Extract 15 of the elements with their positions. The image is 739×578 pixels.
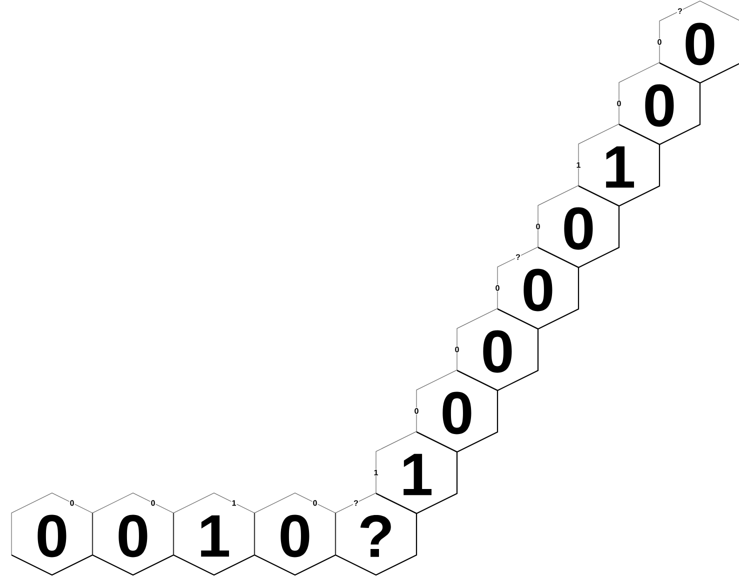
side-label: 0 [312,500,318,506]
side-label: 1 [231,500,237,506]
side-label: 0 [656,38,662,46]
side-label: 0 [414,408,420,414]
side-label: 0 [494,284,500,292]
side-label: 1 [373,469,379,476]
side-label: 0 [150,500,156,506]
side-label: 0 [535,223,541,230]
side-label: ? [352,500,360,506]
side-label: 0 [454,346,460,353]
side-label: 0 [616,100,622,107]
side-label: ? [514,254,522,260]
side-label: 0 [69,500,75,506]
side-label: ? [676,8,684,14]
side-label: 1 [576,162,582,168]
